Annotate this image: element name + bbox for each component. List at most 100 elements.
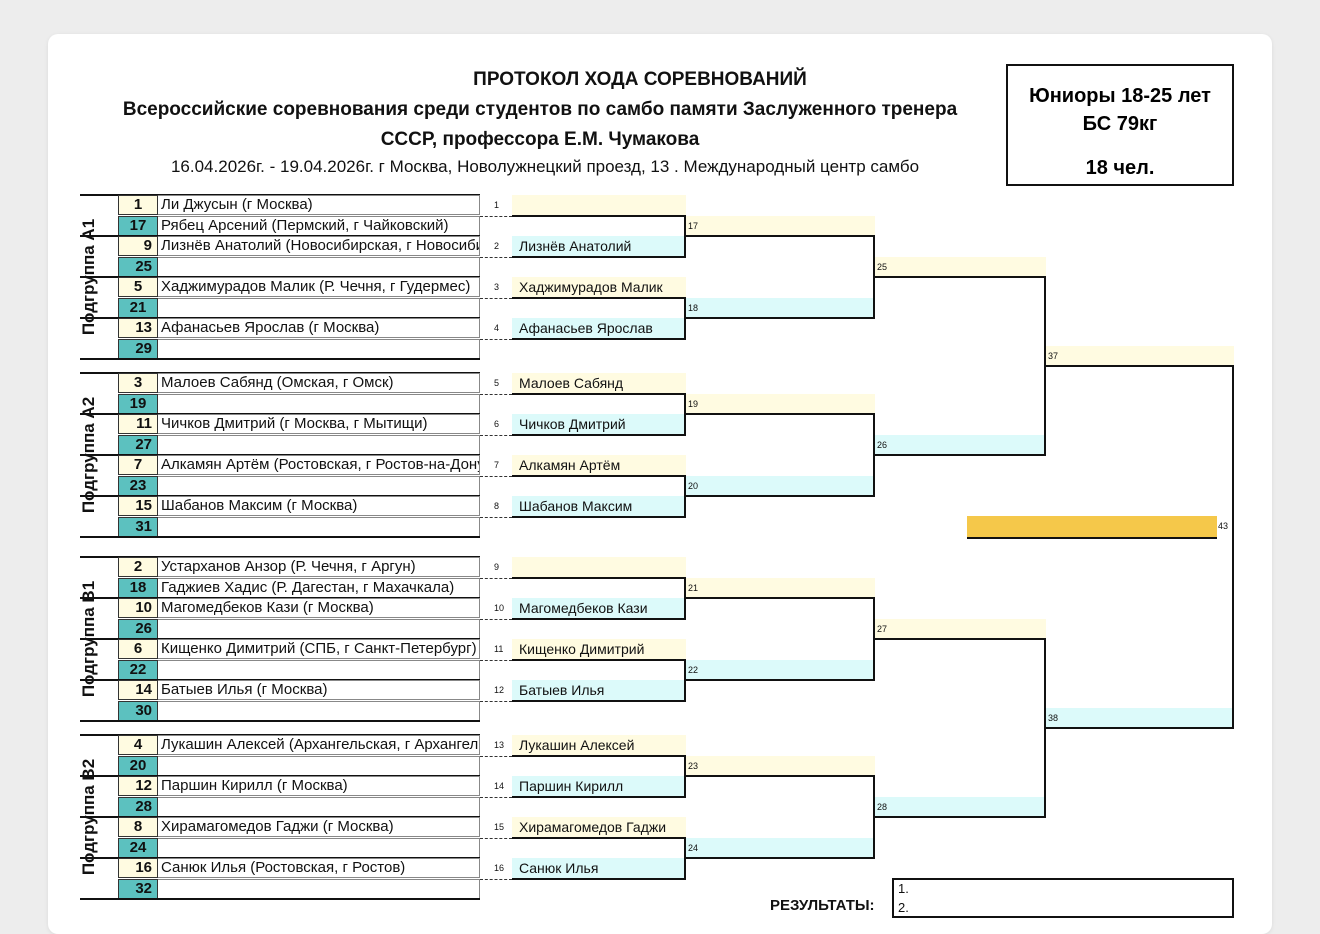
- match-number: 38: [1048, 713, 1059, 723]
- match-connector: [480, 700, 512, 702]
- seed-number: 6: [118, 639, 158, 659]
- seed-number: 24: [118, 837, 158, 858]
- seed-number: 27: [118, 434, 158, 455]
- final-connector: [1232, 365, 1234, 729]
- category-box: Юниоры 18-25 лет БС 79кг 18 чел.: [1006, 64, 1234, 186]
- round2-line: [686, 679, 875, 681]
- seed-number: 13: [118, 318, 158, 338]
- round2-cell: [686, 394, 875, 414]
- match-number: 6: [494, 418, 500, 429]
- participant-name: Хирамагомедов Гаджи (г Москва): [158, 817, 480, 837]
- seed-number: 14: [118, 680, 158, 700]
- participant-count: 18 чел.: [1085, 157, 1155, 179]
- round2-cell: [686, 660, 875, 680]
- participant-name: Гаджиев Хадис (Р. Дагестан, г Махачкала): [158, 577, 480, 598]
- pair-divider: [80, 358, 480, 360]
- participant-name: Алкамян Артём (Ростовская, г Ростов-на-Д…: [158, 455, 480, 475]
- round1-line: [512, 296, 686, 299]
- match-number: 19: [688, 399, 699, 409]
- age-category: Юниоры 18-25 лет: [1029, 85, 1211, 107]
- round1-line: [512, 617, 686, 620]
- round2-line: [686, 597, 875, 599]
- weight-category: БС 79кг: [1082, 113, 1158, 135]
- participant-name: [158, 393, 480, 414]
- round2-connector: [684, 392, 686, 436]
- match-number: 20: [688, 481, 699, 491]
- round1-line: [512, 754, 686, 757]
- round2-cell: [686, 838, 875, 858]
- participant-name: [158, 338, 480, 359]
- round2-cell: [686, 216, 875, 236]
- seed-number: 17: [118, 215, 158, 236]
- match-number: 4: [494, 322, 500, 333]
- participant-name: [158, 755, 480, 776]
- round1-winner-cell: Лукашин Алексей: [512, 734, 686, 755]
- round2-cell: [686, 578, 875, 598]
- match-number: 3: [494, 281, 500, 292]
- match-connector: [480, 256, 512, 258]
- match-number: 7: [494, 459, 500, 470]
- match-connector: [480, 659, 512, 661]
- round3-cell: [875, 619, 1046, 639]
- match-connector: [480, 796, 512, 798]
- seed-number: 32: [118, 878, 158, 899]
- participant-name: Кищенко Димитрий (СПБ, г Санкт-Петербург…: [158, 639, 480, 659]
- round2-line: [686, 235, 875, 237]
- round2-connector: [684, 754, 686, 798]
- participant-name: Хаджимурадов Малик (Р. Чечня, г Гудермес…: [158, 277, 480, 297]
- round1-winner-cell: Чичков Дмитрий: [512, 413, 686, 434]
- seed-number: 11: [118, 414, 158, 434]
- participant-name: [158, 434, 480, 455]
- round1-winner-cell: Алкамян Артём: [512, 454, 686, 475]
- seed-number: 31: [118, 516, 158, 537]
- round3-line: [875, 816, 1046, 818]
- participant-name: Чичков Дмитрий (г Москва, г Мытищи): [158, 414, 480, 434]
- round2-cell: [686, 756, 875, 776]
- participant-name: [158, 475, 480, 496]
- round1-winner-cell: Хирамагомедов Гаджи: [512, 816, 686, 837]
- match-connector: [480, 516, 512, 518]
- round1-winner-cell: Афанасьев Ярослав: [512, 317, 686, 338]
- match-number: 2: [494, 240, 500, 251]
- round1-line: [512, 255, 686, 258]
- round1-line: [512, 337, 686, 340]
- round2-connector: [684, 214, 686, 258]
- round3-line: [875, 454, 1046, 456]
- round2-cell: [686, 298, 875, 318]
- round1-winner-cell: Малоев Сабянд: [512, 372, 686, 393]
- round4-line: [1046, 365, 1234, 367]
- final-match-cell: [967, 516, 1217, 539]
- participant-name: Ли Джусын (г Москва): [158, 195, 480, 215]
- round3-connector: [873, 235, 875, 319]
- round2-line: [686, 857, 875, 859]
- participant-name: Шабанов Максим (г Москва): [158, 496, 480, 516]
- match-number: 23: [688, 761, 699, 771]
- seed-number: 19: [118, 393, 158, 414]
- seed-number: 2: [118, 557, 158, 577]
- result-place-2: 2.: [898, 900, 909, 915]
- round1-line: [512, 392, 686, 395]
- match-connector: [480, 577, 512, 579]
- round4-line: [1046, 727, 1234, 729]
- seed-number: 5: [118, 277, 158, 297]
- seed-number: 3: [118, 373, 158, 393]
- participant-name: [158, 297, 480, 318]
- seed-number: 22: [118, 659, 158, 680]
- participant-name: [158, 700, 480, 721]
- round1-winner-cell: Магомедбеков Кази: [512, 597, 686, 618]
- match-connector: [480, 878, 512, 880]
- round4-connector: [1044, 638, 1046, 818]
- match-number: 28: [877, 802, 888, 812]
- round2-connector: [684, 658, 686, 702]
- round1-winner-cell: Паршин Кирилл: [512, 775, 686, 796]
- round1-winner-cell: Лизнёв Анатолий: [512, 235, 686, 256]
- match-connector: [480, 755, 512, 757]
- match-connector: [480, 215, 512, 217]
- round4-connector: [1044, 276, 1046, 456]
- match-connector: [480, 297, 512, 299]
- participant-name: Санюк Илья (Ростовская, г Ростов): [158, 858, 480, 878]
- participant-name: Магомедбеков Кази (г Москва): [158, 598, 480, 618]
- round1-line: [512, 877, 686, 880]
- round1-winner-cell: Батыев Илья: [512, 679, 686, 700]
- match-number: 24: [688, 843, 699, 853]
